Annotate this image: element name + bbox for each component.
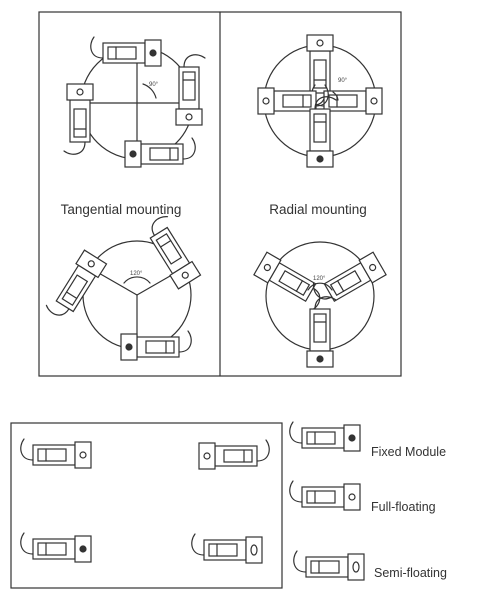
tangential-3pt-module-right <box>140 213 204 290</box>
legend-fixed-label: Fixed Module <box>371 445 446 459</box>
tangential-module-top <box>90 36 162 67</box>
radial-angle-90: 90° <box>338 78 348 84</box>
tangential-angle-90: 90° <box>149 82 159 88</box>
radial-three-point: 120° <box>251 241 387 368</box>
layout-module-top-left <box>20 438 92 469</box>
legend-semi-label: Semi-floating <box>374 566 447 580</box>
tangential-3pt-module-left <box>44 247 108 325</box>
legend-full-label: Full-floating <box>371 500 436 514</box>
radial-mounting-label: Radial mounting <box>269 202 367 217</box>
tangential-angle-120: 120° <box>130 271 143 277</box>
fixed-module-icon <box>289 421 361 452</box>
tangential-three-point: 120° <box>44 213 204 361</box>
radial-four-point: 90° <box>257 34 383 168</box>
tangential-module-left <box>63 83 94 155</box>
tangential-module-right <box>175 54 206 126</box>
tangential-module-bottom <box>124 137 196 168</box>
layout-module-bottom-left <box>20 532 92 563</box>
full-floating-module-icon <box>289 480 361 511</box>
radial-angle-120: 120° <box>313 276 326 282</box>
layout-module-top-right <box>198 439 270 470</box>
radial-3pt-module-bottom <box>306 296 337 368</box>
tangential-3pt-module-bottom <box>120 330 192 361</box>
layout-panel-frame <box>10 422 283 589</box>
tangential-mounting-label: Tangential mounting <box>61 202 182 217</box>
tangential-four-point: 90° <box>63 36 206 168</box>
semi-floating-module-icon <box>293 550 365 581</box>
layout-module-bottom-right <box>191 533 263 564</box>
